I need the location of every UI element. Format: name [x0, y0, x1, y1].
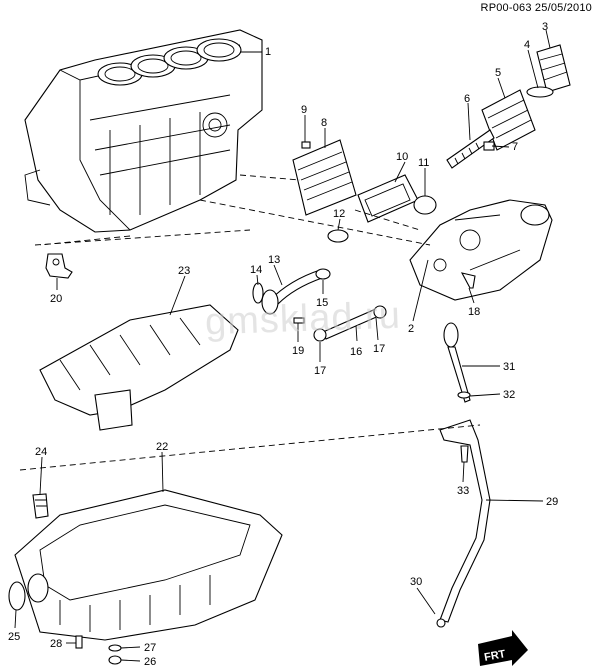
oil-pressure-switch	[45, 253, 73, 279]
watermark: gmsklad.ru	[204, 294, 402, 344]
cooler-gasket	[357, 174, 419, 223]
callout-17b: 17	[373, 343, 385, 355]
callout-23: 23	[178, 265, 190, 277]
callout-15: 15	[316, 297, 328, 309]
callout-29: 29	[546, 496, 558, 508]
callout-26: 26	[144, 656, 156, 668]
oil-cooler	[292, 139, 357, 216]
adapter-seal	[413, 195, 437, 215]
oil-filter-adapter	[409, 199, 553, 301]
pipe-bolt	[293, 317, 305, 324]
callout-8: 8	[321, 117, 327, 129]
callout-33: 33	[457, 485, 469, 497]
callout-6: 6	[464, 93, 470, 105]
oil-pan	[14, 489, 283, 641]
callout-9: 9	[301, 104, 307, 116]
callout-13: 13	[268, 254, 280, 266]
dipstick-seal	[457, 391, 471, 399]
tube-bolt	[460, 445, 469, 463]
pan-clip	[32, 493, 49, 519]
callout-numbers: 1 2 3 4 5 6 7 8 9 10 11 12 13 14 15 16 1…	[8, 21, 558, 668]
callout-30: 30	[410, 576, 422, 588]
pipe-o-ring	[315, 268, 331, 280]
adapter-bolt	[460, 272, 476, 289]
callout-10: 10	[396, 151, 408, 163]
callout-25: 25	[8, 631, 20, 643]
callout-11: 11	[418, 157, 429, 169]
reference-code: RP00-063 25/05/2010	[480, 2, 592, 14]
cooler-o-ring	[327, 229, 349, 243]
callout-27: 27	[144, 642, 156, 654]
callout-4: 4	[524, 39, 530, 51]
callout-1: 1	[265, 46, 271, 58]
callout-16: 16	[350, 346, 362, 358]
callout-14: 14	[250, 264, 262, 276]
dipstick	[443, 322, 471, 403]
callout-31: 31	[503, 361, 515, 373]
callout-22: 22	[156, 441, 168, 453]
pan-bolt	[75, 635, 83, 649]
cap-seal-ring	[526, 86, 554, 98]
callout-17a: 17	[314, 365, 326, 377]
callout-28: 28	[50, 638, 62, 650]
callout-2: 2	[408, 323, 414, 335]
callout-24: 24	[35, 446, 47, 458]
oil-return-pipe	[313, 305, 387, 342]
cooler-bolt	[301, 141, 311, 149]
filter-stand-pipe	[446, 129, 495, 169]
drain-plug-seal	[8, 581, 26, 611]
engine-block	[24, 29, 263, 233]
oil-pan-baffle	[39, 304, 239, 431]
callout-7: 7	[512, 141, 518, 153]
front-badge-label: FRT	[483, 648, 506, 664]
oil-filter-cap	[536, 44, 571, 93]
callout-5: 5	[495, 67, 501, 79]
callout-19: 19	[292, 345, 304, 357]
drain-plug	[108, 655, 122, 665]
callout-12: 12	[333, 208, 345, 220]
front-direction-badge: FRT	[478, 630, 528, 666]
callout-3: 3	[542, 21, 548, 33]
callout-20: 20	[50, 293, 62, 305]
callout-18: 18	[468, 306, 480, 318]
drain-washer	[108, 644, 122, 652]
callout-32: 32	[503, 389, 515, 401]
tube-end	[436, 618, 446, 628]
